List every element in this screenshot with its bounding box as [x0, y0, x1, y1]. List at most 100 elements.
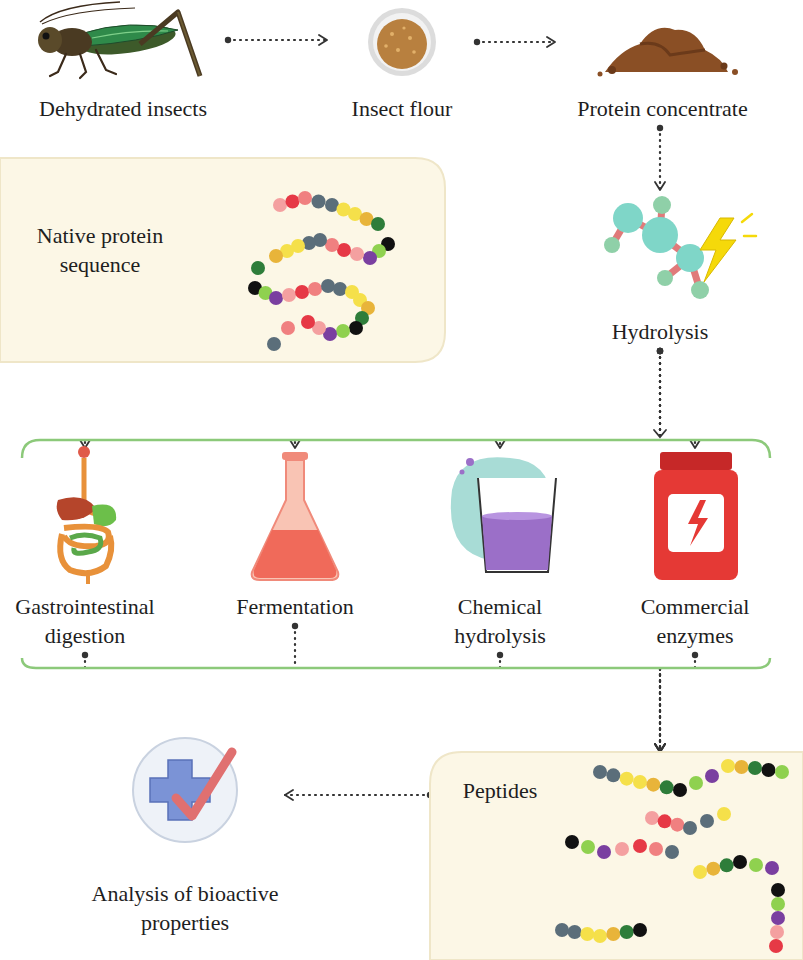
amino-acid-bead: [349, 321, 363, 335]
amino-acid-bead: [775, 765, 789, 779]
molecule-icon: [604, 196, 756, 299]
peptides-panel-node: Peptides: [430, 752, 803, 960]
method-node: Commercial enzymes: [625, 448, 765, 655]
amino-acid-bead: [689, 776, 703, 790]
dotted-arrow: [295, 351, 660, 448]
flour-bowl-icon: [368, 8, 436, 76]
amino-acid-bead: [658, 814, 672, 828]
node-label: Gastrointestinal digestion: [5, 593, 165, 650]
dotted-arrow: [285, 794, 430, 796]
node-label: Fermentation: [220, 593, 370, 622]
amino-acid-bead: [363, 251, 377, 265]
amino-acid-bead: [660, 780, 674, 794]
analysis-icon: [133, 738, 237, 842]
amino-acid-bead: [337, 243, 351, 257]
amino-acid-bead: [606, 927, 620, 941]
amino-acid-bead: [269, 291, 283, 305]
amino-acid-bead: [683, 821, 697, 835]
method-node: Chemical hydrolysis: [435, 448, 565, 655]
amino-acid-bead: [717, 807, 731, 821]
amino-acid-bead: [721, 759, 735, 773]
beaker-icon: [451, 457, 556, 572]
amino-acid-bead: [581, 840, 595, 854]
amino-acid-bead: [336, 324, 350, 338]
amino-acid-bead: [770, 925, 784, 939]
node-label: Chemical hydrolysis: [435, 593, 565, 650]
method-node: Gastrointestinal digestion: [5, 448, 165, 655]
node-label: Insect flour: [327, 95, 477, 124]
amino-acid-bead: [281, 321, 295, 335]
amino-acid-bead: [565, 835, 579, 849]
icon-node: Protein concentrate: [555, 5, 770, 128]
amino-acid-bead: [706, 862, 720, 876]
amino-acid-bead: [321, 279, 335, 293]
dotted-arrow: [659, 128, 661, 190]
amino-acid-bead: [645, 811, 659, 825]
node-label: Protein concentrate: [555, 95, 770, 124]
dotted-arrow: [660, 655, 695, 752]
amino-acid-bead: [748, 761, 762, 775]
sequence-panel: Native protein sequence: [0, 158, 445, 362]
amino-acid-bead: [720, 858, 734, 872]
amino-acid-bead: [269, 249, 283, 263]
amino-acid-bead: [333, 282, 347, 296]
amino-acid-bead: [633, 775, 647, 789]
amino-acid-bead: [615, 842, 629, 856]
dotted-arrow: [500, 351, 660, 448]
icon-node: Dehydrated insects: [18, 5, 228, 128]
dotted-arrow: [500, 655, 660, 752]
amino-acid-bead: [735, 760, 749, 774]
amino-acid-bead: [673, 783, 687, 797]
amino-acid-bead: [350, 247, 364, 261]
amino-acid-bead: [593, 929, 607, 943]
dotted-arrow: [228, 39, 327, 41]
amino-acid-bead: [646, 778, 660, 792]
amino-acid-bead: [555, 923, 569, 937]
amino-acid-bead: [670, 818, 684, 832]
amino-acid-bead: [749, 858, 763, 872]
flask-icon: [252, 452, 339, 580]
amino-acid-bead: [298, 191, 312, 205]
amino-acid-bead: [325, 238, 339, 252]
amino-acid-bead: [282, 288, 296, 302]
amino-acid-bead: [371, 217, 385, 231]
protein-pile-icon: [598, 28, 739, 77]
icon-node: Hydrolysis: [585, 190, 735, 351]
peptides-panel: [430, 752, 803, 960]
amino-acid-bead: [649, 842, 663, 856]
amino-acid-bead: [705, 769, 719, 783]
dotted-arrow: [85, 655, 660, 752]
amino-acid-bead: [273, 198, 287, 212]
amino-acid-bead: [267, 337, 281, 351]
amino-acid-bead: [301, 315, 315, 329]
amino-acid-bead: [620, 925, 634, 939]
digestive-icon: [57, 446, 116, 584]
amino-acid-bead: [765, 861, 779, 875]
amino-acid-bead: [769, 939, 783, 953]
amino-acid-bead: [597, 845, 611, 859]
dotted-arrow: [660, 351, 695, 448]
amino-acid-bead: [771, 897, 785, 911]
amino-acid-bead: [312, 195, 326, 209]
method-node: Fermentation: [220, 448, 370, 626]
node-label: Analysis of bioactive properties: [85, 880, 285, 937]
amino-acid-bead: [665, 845, 679, 859]
amino-acid-bead: [286, 195, 300, 209]
amino-acid-bead: [620, 772, 634, 786]
amino-acid-bead: [700, 814, 714, 828]
native-panel: [0, 158, 445, 362]
node-label: Hydrolysis: [585, 318, 735, 347]
amino-acid-bead: [580, 927, 594, 941]
node-label: Commercial enzymes: [625, 593, 765, 650]
icon-node: Analysis of bioactive properties: [85, 735, 285, 942]
dotted-arrow: [85, 351, 660, 448]
bracket-arrowhead: [654, 430, 666, 437]
node-label: Native protein sequence: [15, 222, 185, 279]
amino-acid-bead: [771, 883, 785, 897]
amino-acid-bead: [733, 855, 747, 869]
amino-acid-bead: [251, 261, 265, 275]
amino-acid-bead: [633, 923, 647, 937]
amino-acid-bead: [295, 285, 309, 299]
method-bracket: [22, 440, 770, 668]
